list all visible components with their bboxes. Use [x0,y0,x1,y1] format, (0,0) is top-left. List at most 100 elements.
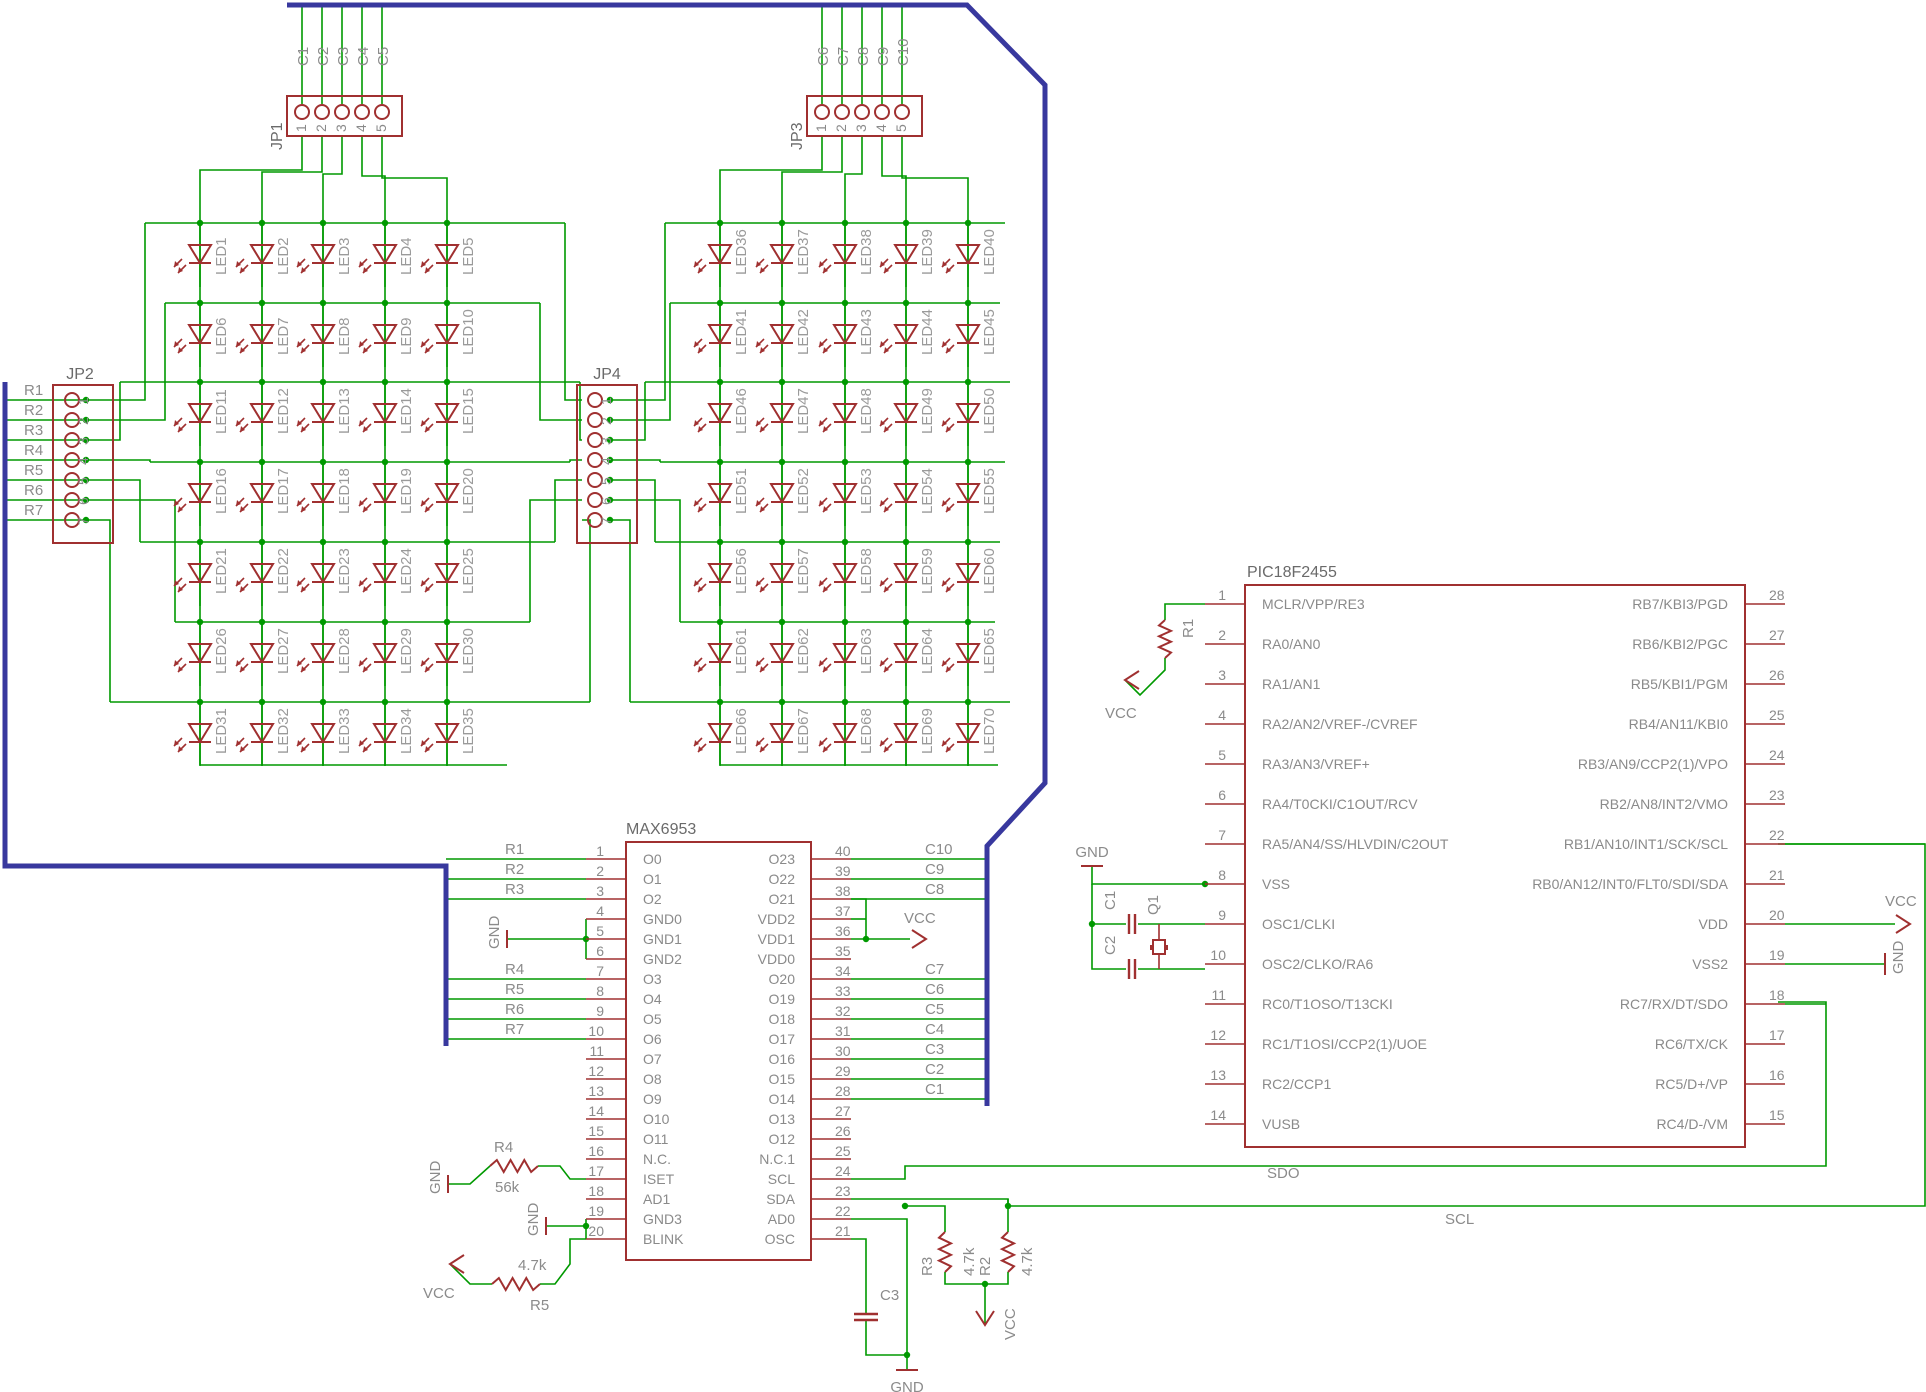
fanout-jp3 [881,136,907,185]
led [693,382,733,446]
led [420,303,460,367]
row-to-jp4 [582,519,591,702]
led-label: LED41 [733,309,750,355]
pin-number: 29 [835,1063,851,1079]
scl-wire [851,843,1926,1207]
led-label: LED66 [733,708,750,754]
pin-name: VDD1 [758,931,796,947]
pin-number: 18 [588,1183,604,1199]
max6953-name: MAX6953 [626,821,696,838]
ad0-wire [851,1218,908,1355]
led-ray-head [884,347,889,353]
fanout-jp3 [844,136,863,185]
led-triangle [707,244,733,265]
pin-number: 3 [75,437,91,445]
led-triangle [310,723,336,744]
led [941,223,981,287]
fanout-jp3 [781,136,843,185]
led-label: LED43 [858,309,875,355]
pin-name: O5 [643,1011,662,1027]
pin-number: 24 [835,1163,851,1179]
led [818,303,858,367]
led-ray-head [760,347,765,353]
pin-number: 5 [373,124,389,132]
led-label: LED36 [733,229,750,275]
led-ray-head [694,341,699,347]
led-ray-head [819,420,824,426]
junction-dot [82,416,90,424]
jp4-body [576,384,638,544]
led-triangle [249,244,275,265]
led-label: LED63 [858,628,875,674]
led-ray-head [421,740,426,746]
row-to-jp4 [554,479,582,542]
q1-name: Q1 [1145,895,1162,915]
led [296,702,336,766]
led [358,702,398,766]
led-ray-head [236,580,241,586]
led-label: LED53 [858,468,875,514]
led-ray-head [301,426,306,432]
led-triangle [955,403,981,424]
pin-number: 26 [1769,667,1785,683]
led-label: LED13 [336,388,353,434]
led-triangle [310,563,336,584]
pin-number: 15 [588,1123,604,1139]
led [879,223,919,287]
led-ray-head [942,261,947,267]
led-label: LED64 [919,628,936,674]
led-triangle [372,563,398,584]
led [755,462,795,526]
pin-number: 27 [835,1103,851,1119]
led-ray-head [301,746,306,752]
led [235,223,275,287]
led-label: LED42 [795,309,812,355]
led-ray-head [174,261,179,267]
led-ray-head [694,580,699,586]
led-triangle [249,483,275,504]
led-label: LED51 [733,468,750,514]
led-label: LED55 [981,468,998,514]
led-ray-head [694,420,699,426]
led-ray-head [301,506,306,512]
led-triangle [249,643,275,664]
led-ray-head [359,660,364,666]
pin-number: 32 [835,1003,851,1019]
led-triangle [372,244,398,265]
r3-resistor [936,1231,954,1273]
jp3-pin [834,104,850,120]
jp4-to-row [610,499,681,622]
jp2-body [52,384,114,544]
led-triangle [893,563,919,584]
led-ray-head [178,426,183,432]
led-ray-head [174,740,179,746]
pin-name: GND0 [643,911,682,927]
c2-wire [1091,924,1126,970]
jp3-pin [814,104,830,120]
led-ray-head [297,500,302,506]
led-label: LED24 [398,548,415,594]
led [420,462,460,526]
r3-top [905,1205,946,1232]
pin-number: 30 [835,1043,851,1059]
led-label: LED32 [275,708,292,754]
pin-number: 20 [1769,907,1785,923]
led-label: LED29 [398,628,415,674]
led-ray-head [359,740,364,746]
led-ray-head [178,347,183,353]
led [755,223,795,287]
pin-name: RB2/AN8/INT2/VMO [1600,796,1728,812]
pin-number: 23 [835,1183,851,1199]
pin-number: 25 [835,1143,851,1159]
led-label: LED3 [336,237,353,275]
led-label: LED62 [795,628,812,674]
gnd-label: GND [486,916,503,950]
pin-number: 2 [598,417,614,425]
led [755,542,795,606]
led [420,542,460,606]
jp2-to-row [86,479,141,542]
jp4-to-row [610,479,656,542]
led-label: LED69 [919,708,936,754]
led-label: LED14 [398,388,415,434]
